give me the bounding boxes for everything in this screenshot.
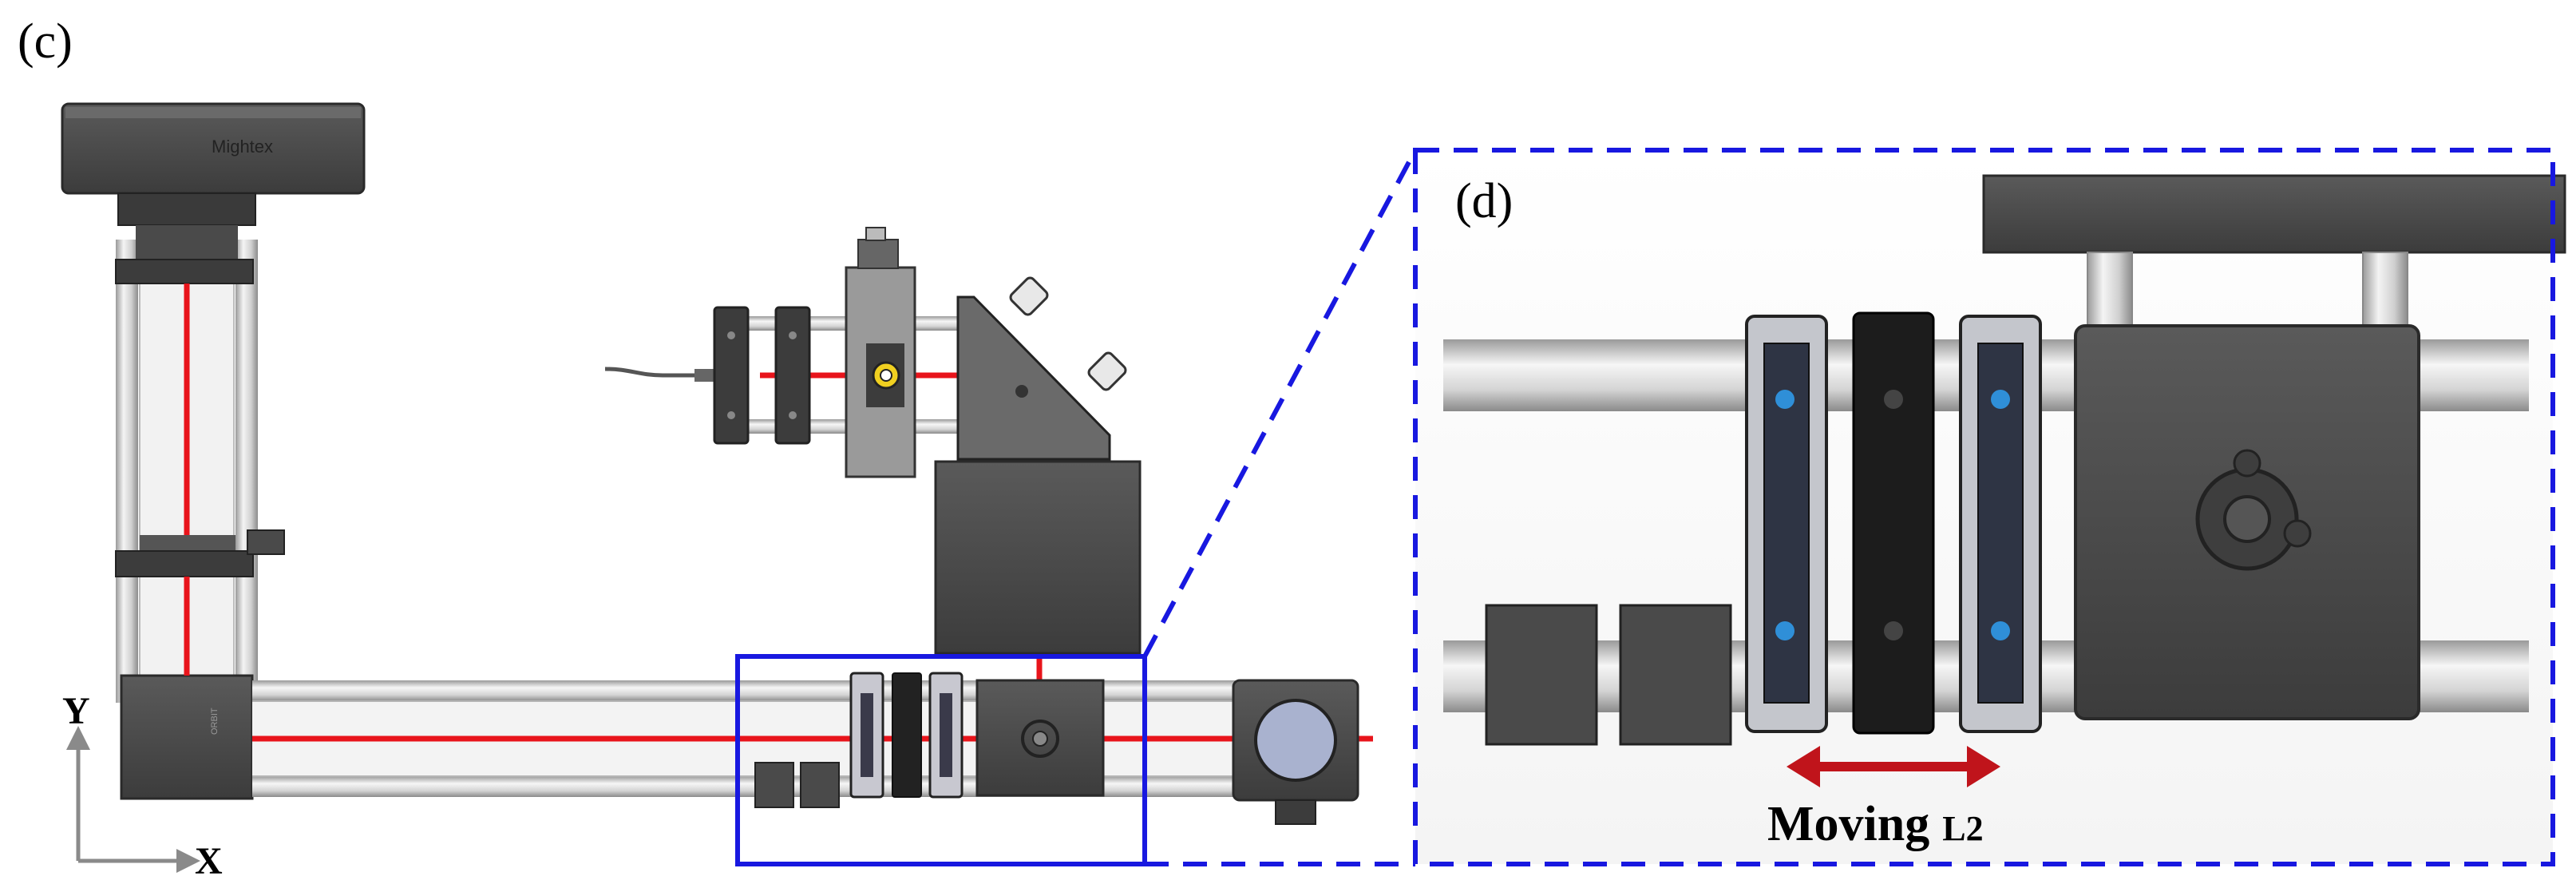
camera-brand: Mightex bbox=[212, 137, 273, 157]
cube-mount bbox=[975, 679, 1105, 797]
moving-arrow bbox=[1787, 746, 2000, 787]
camera: Mightex bbox=[61, 102, 366, 284]
xy-axes-indicator: Y X bbox=[62, 690, 223, 882]
zoom-detail-border bbox=[1413, 148, 2555, 866]
zoom-region-box bbox=[735, 654, 1147, 866]
fiber-cable bbox=[604, 367, 720, 382]
zoom-connector-lines bbox=[1142, 149, 1418, 866]
translation-stage bbox=[845, 227, 916, 478]
detector-mount bbox=[1232, 679, 1359, 825]
panel-d-label: (d) bbox=[1455, 174, 1513, 228]
lens-holder-left bbox=[849, 672, 884, 799]
panel-c-label: (c) bbox=[18, 14, 73, 69]
lens-l2-c bbox=[892, 672, 922, 798]
cage-plate-mid bbox=[115, 529, 285, 577]
moving-label: Moving L2 bbox=[1767, 797, 1984, 851]
panel-d bbox=[1415, 150, 2566, 864]
lens-mount-1 bbox=[713, 306, 750, 445]
corner-mirror-cube: ORBIT bbox=[120, 674, 254, 800]
kinematic-mirror-mount bbox=[956, 276, 1127, 461]
small-blocks bbox=[754, 762, 840, 808]
lens-mount-2 bbox=[774, 306, 811, 445]
lens-holder-right bbox=[928, 672, 964, 799]
lens-name: L2 bbox=[1942, 809, 1983, 848]
x-axis-label: X bbox=[195, 840, 223, 882]
vertical-mount-block bbox=[934, 460, 1142, 655]
y-axis-label: Y bbox=[62, 690, 90, 732]
svg-text:ORBIT: ORBIT bbox=[210, 708, 220, 735]
moving-word: Moving bbox=[1767, 797, 1929, 851]
